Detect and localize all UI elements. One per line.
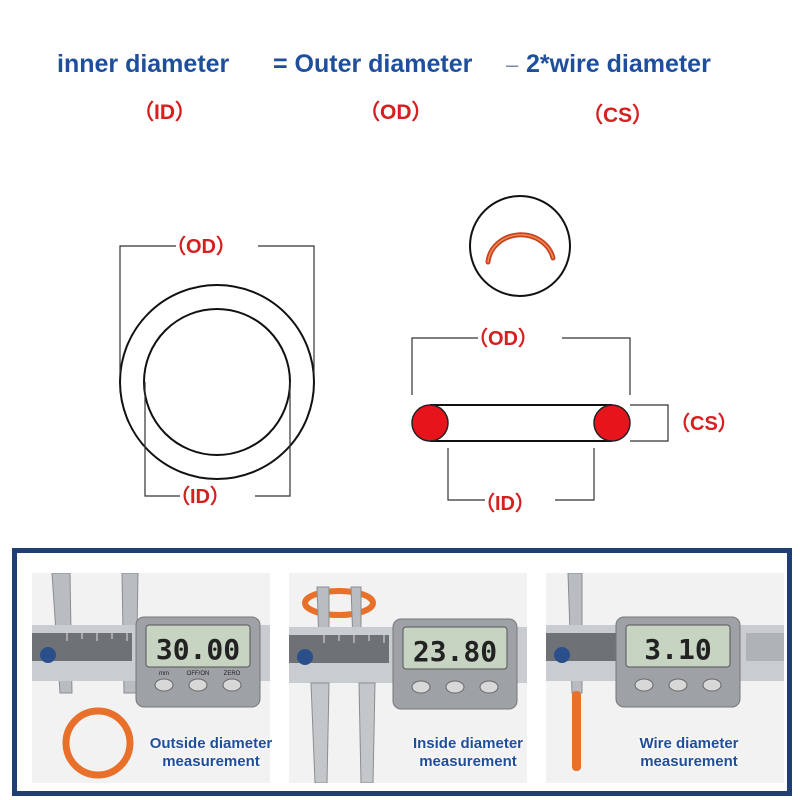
left-od-bracket (119, 245, 315, 372)
formula-inner-diameter: inner diameter (57, 50, 230, 78)
caption-wire: Wire diameter measurement (639, 735, 739, 770)
abbr-od: （OD） (359, 101, 433, 124)
btn-mm: mm (159, 671, 169, 677)
orange-oring-icon (302, 588, 376, 618)
formula-wire-diameter: 2*wire diameter (526, 50, 711, 78)
right-id-bracket (447, 448, 595, 501)
formula-outer-diameter: = Outer diameter (273, 50, 473, 78)
photo-inside-diameter: 23.80 (289, 573, 527, 783)
left-id-label: （ID） (170, 485, 230, 508)
ring-top-view (119, 284, 315, 480)
cs-label: （CS） (670, 412, 738, 435)
measurement-panel: 30.00 mm OFF/ON ZERO Outside diameter me… (12, 548, 792, 796)
reading-outside: 30.00 (156, 633, 240, 666)
left-id-bracket (144, 382, 291, 497)
right-id-label: （ID） (475, 492, 535, 515)
orange-oring-icon (62, 707, 134, 779)
left-od-label: （OD） (166, 235, 236, 258)
abbr-id: （ID） (133, 101, 196, 124)
oring-diagram: （OD） （ID） （OD） （ID） （CS） (119, 195, 738, 515)
photo-outside-diameter: 30.00 mm OFF/ON ZERO (32, 573, 270, 783)
cs-bracket (630, 404, 669, 442)
reading-inside: 23.80 (413, 635, 497, 668)
btn-onoff: OFF/ON (187, 671, 210, 677)
orange-wire-icon (572, 691, 581, 771)
cross-section-inset (469, 195, 571, 297)
right-od-bracket (411, 337, 631, 395)
cross-section-left-dot (411, 404, 449, 442)
abbr-cs: （CS） (582, 104, 654, 127)
cross-section-right-dot (593, 404, 631, 442)
caption-inside: Inside diameter measurement (412, 735, 524, 770)
photo-wire-diameter: 3.10 (546, 573, 784, 783)
formula-minus: – (506, 52, 519, 77)
right-od-label: （OD） (468, 327, 538, 350)
caption-outside: Outside diameter measurement (149, 735, 273, 770)
btn-zero: ZERO (224, 671, 241, 677)
ring-side-section (411, 404, 631, 442)
reading-wire: 3.10 (644, 633, 711, 666)
